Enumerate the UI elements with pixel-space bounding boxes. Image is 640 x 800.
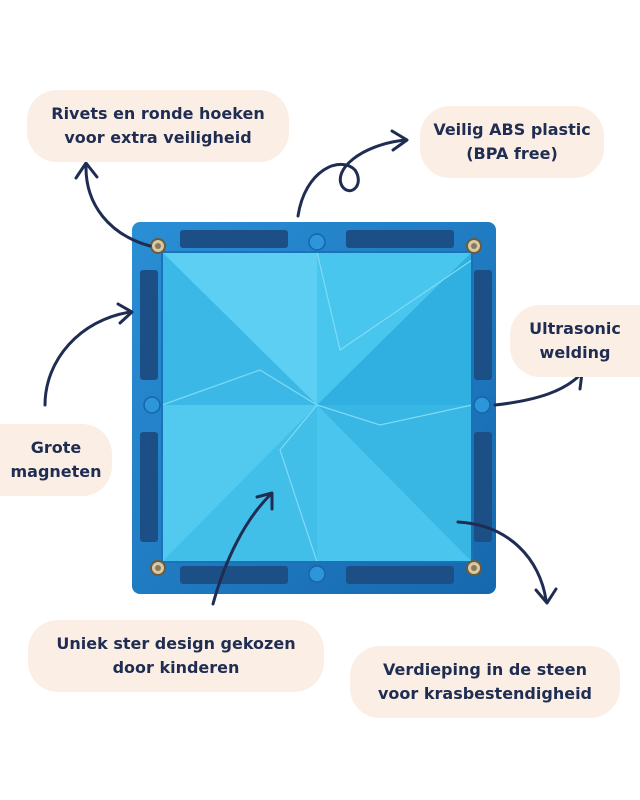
label-rivets-line2: voor extra veiligheid bbox=[64, 128, 252, 147]
label-abs-line2: (BPA free) bbox=[466, 144, 558, 163]
label-recess-line1: Verdieping in de steen bbox=[383, 660, 587, 679]
label-rivets-line1: Rivets en ronde hoeken bbox=[51, 104, 265, 123]
label-star-line1: Uniek ster design gekozen bbox=[56, 634, 296, 653]
label-magnets-line1: Grote bbox=[30, 438, 82, 457]
label-magnets: Grote magneten bbox=[0, 424, 112, 496]
label-recess: Verdieping in de steen voor krasbestendi… bbox=[350, 646, 620, 718]
arrow-rivets bbox=[84, 163, 152, 248]
magnet-bars bbox=[140, 230, 492, 584]
arrow-star bbox=[211, 493, 272, 606]
label-ultrasonic-line1: Ultrasonic bbox=[529, 319, 621, 338]
label-magnets-line2: magneten bbox=[10, 462, 102, 481]
rivets bbox=[150, 238, 482, 576]
label-star-line2: door kinderen bbox=[112, 658, 240, 677]
edge-clips bbox=[143, 233, 491, 583]
label-star-design: Uniek ster design gekozen door kinderen bbox=[28, 620, 324, 692]
arrow-abs bbox=[296, 138, 407, 218]
label-ultrasonic-line2: welding bbox=[539, 343, 611, 362]
label-rivets: Rivets en ronde hoeken voor extra veilig… bbox=[27, 90, 289, 162]
arrow-recess bbox=[456, 520, 548, 602]
label-ultrasonic-welding: Ultrasonic welding bbox=[510, 305, 640, 377]
label-abs-line1: Veilig ABS plastic bbox=[433, 120, 591, 139]
arrow-ultrasonic bbox=[493, 373, 582, 407]
label-recess-line2: voor krasbestendigheid bbox=[377, 684, 592, 703]
star-design bbox=[161, 251, 473, 563]
arrow-magnets bbox=[43, 310, 132, 407]
label-abs-plastic: Veilig ABS plastic (BPA free) bbox=[420, 106, 604, 178]
